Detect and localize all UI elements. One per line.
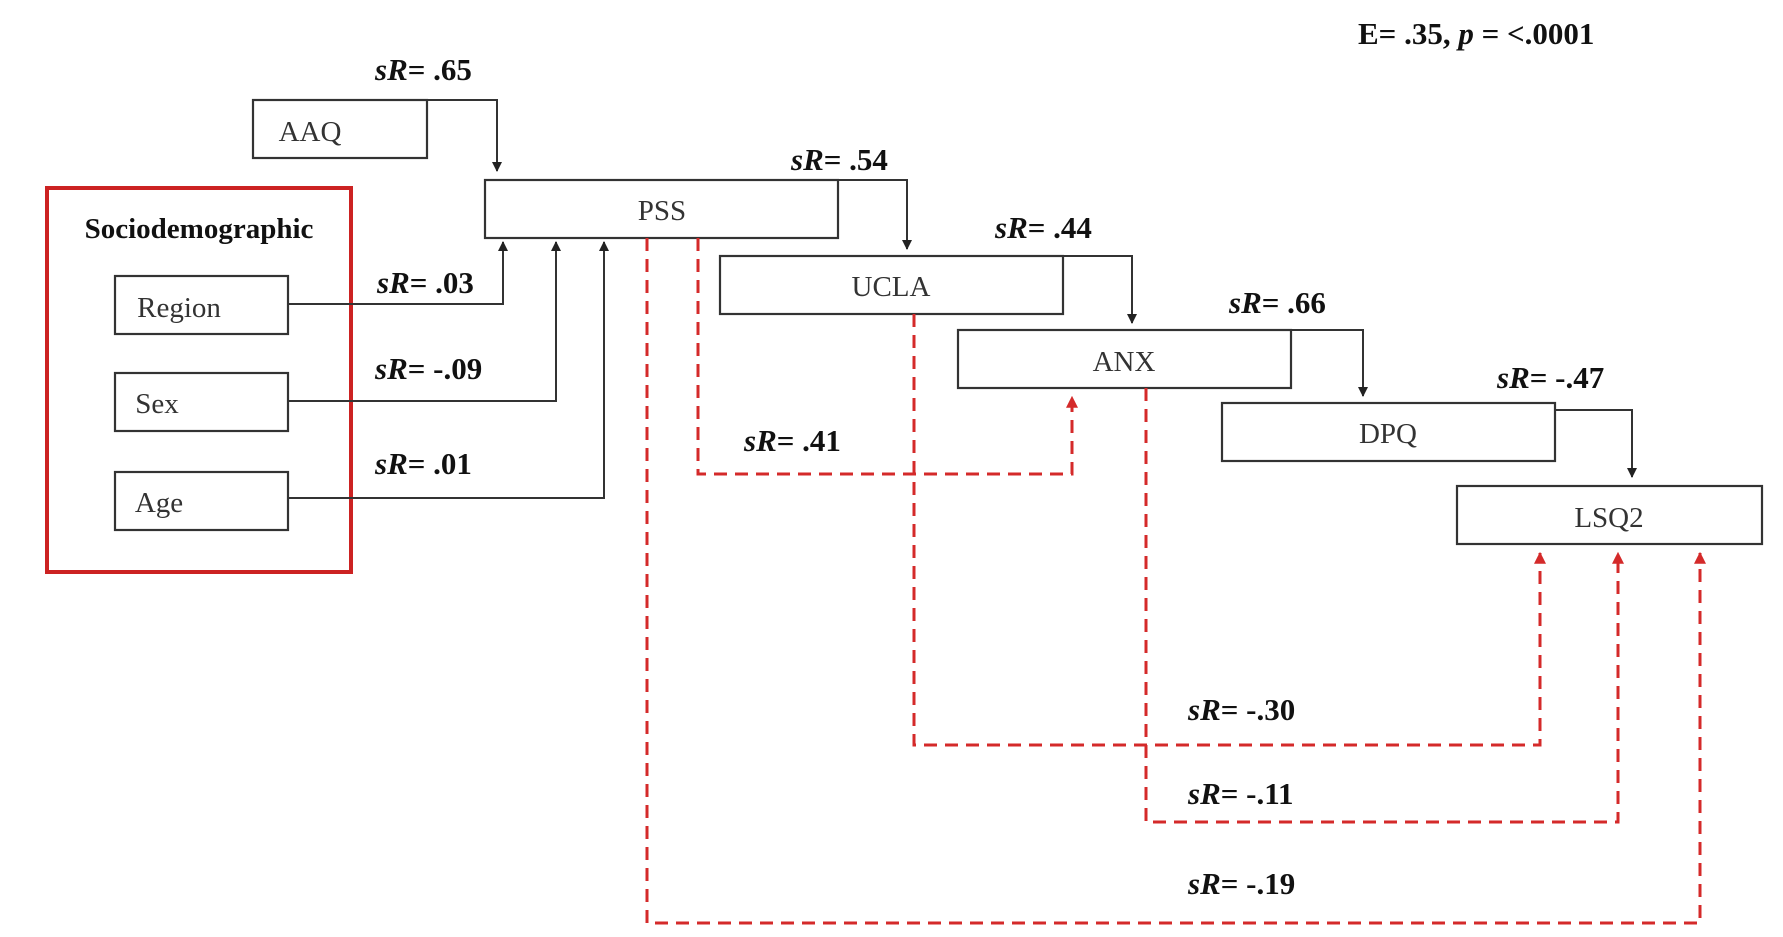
node-pss [483, 178, 840, 240]
path-ucla-anx [1063, 255, 1137, 324]
path-sex-pss [288, 241, 561, 402]
path-age-pss [288, 241, 609, 499]
label-dpq-lsq2: sR= -.47 [1496, 360, 1604, 395]
node-ucla [718, 254, 1065, 316]
label-anx-dpq: sR= .66 [1228, 285, 1326, 320]
node-lsq2 [1455, 484, 1764, 546]
node-anx-label: ANX [1093, 346, 1156, 378]
node-region-label: Region [137, 292, 221, 324]
node-age [113, 470, 290, 532]
node-aaq-label: AAQ [279, 116, 342, 148]
sociodemographic-group [45, 186, 353, 574]
label-ucla-lsq2: sR= -.30 [1187, 692, 1295, 727]
path-ucla-lsq2 [912, 314, 1546, 747]
path-aaq-pss [427, 99, 502, 172]
label-region-pss: sR= .03 [376, 265, 474, 300]
node-age-label: Age [135, 487, 183, 519]
node-lsq2-label: LSQ2 [1574, 502, 1643, 534]
node-sex-label: Sex [135, 388, 179, 420]
label-aaq-pss: sR= .65 [374, 52, 472, 87]
path-pss-anx [696, 238, 1078, 476]
node-aaq [251, 98, 429, 160]
path-pss-ucla [838, 179, 912, 250]
node-ucla-label: UCLA [852, 271, 931, 303]
label-sex-pss: sR= -.09 [374, 351, 482, 386]
model-statistic: E= .35, p = <.0001 [1358, 16, 1594, 51]
label-age-pss: sR= .01 [374, 446, 472, 481]
path-anx-dpq [1291, 329, 1368, 397]
label-pss-lsq2: sR= -.19 [1187, 866, 1295, 901]
label-anx-lsq2: sR= -.11 [1187, 776, 1294, 811]
path-pss-lsq2 [645, 238, 1706, 925]
node-dpq-label: DPQ [1359, 418, 1417, 450]
label-pss-ucla: sR= .54 [790, 142, 888, 177]
node-pss-label: PSS [638, 195, 686, 227]
node-region [113, 274, 290, 336]
label-pss-anx: sR= .41 [743, 423, 841, 458]
node-anx [956, 328, 1293, 390]
group-title: Sociodemographic [85, 213, 314, 245]
node-dpq [1220, 401, 1557, 463]
node-sex [113, 371, 290, 433]
path-dpq-lsq2 [1555, 409, 1637, 478]
label-ucla-anx: sR= .44 [994, 210, 1092, 245]
path-region-pss [288, 241, 508, 305]
path-anx-lsq2 [1144, 388, 1624, 824]
